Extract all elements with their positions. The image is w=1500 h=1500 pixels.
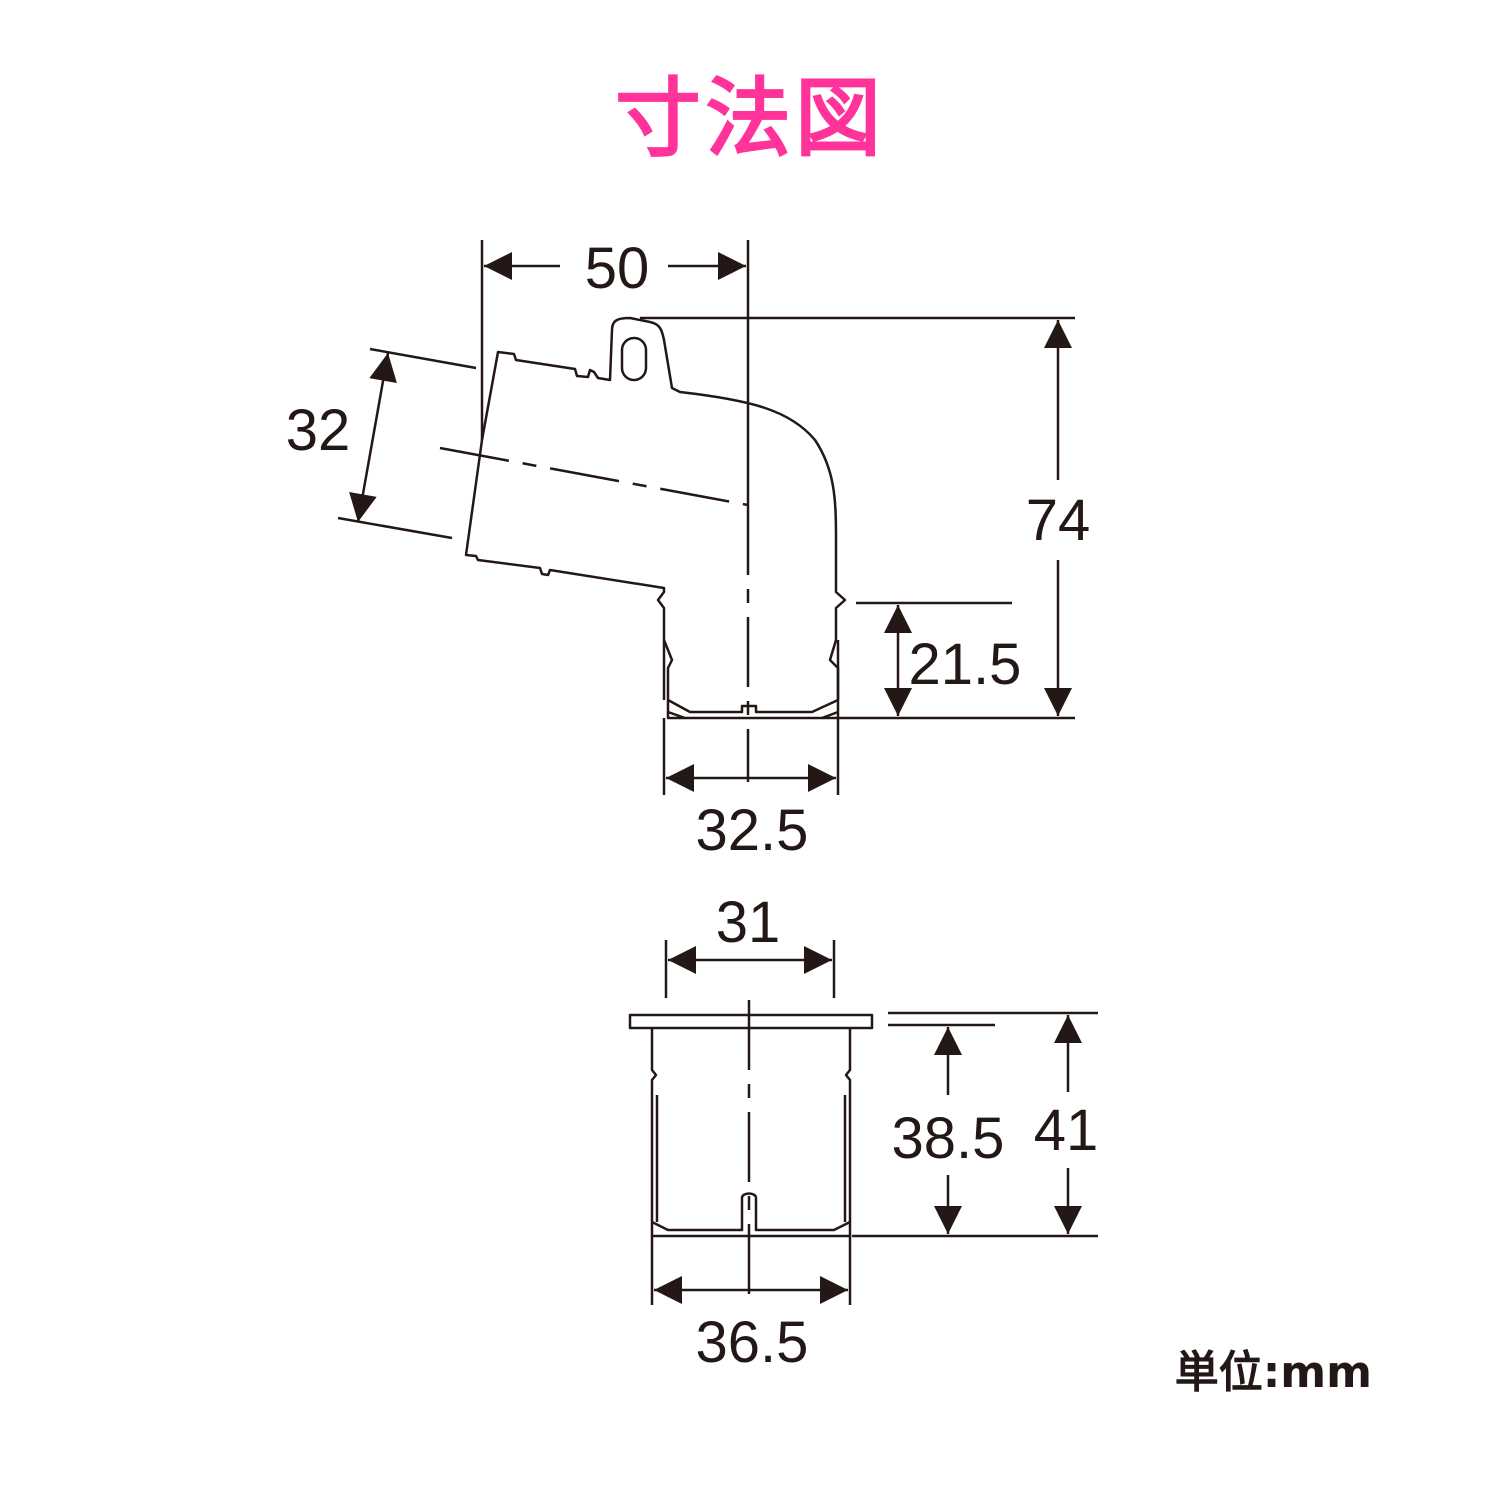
dim-inner-height <box>888 1023 995 1234</box>
dim-inlet-diameter <box>337 347 477 540</box>
dim-label-top-width: 50 <box>585 236 650 301</box>
dim-label-inner-height: 38.5 <box>892 1106 1005 1171</box>
page-title: 寸法図 <box>615 69 885 169</box>
dim-outer-width <box>650 1236 852 1305</box>
elbow-part-outline <box>464 316 847 720</box>
dim-top-width <box>480 240 750 505</box>
dim-label-insert-depth: 21.5 <box>909 632 1022 697</box>
dim-inner-width <box>664 940 836 998</box>
dim-insert-depth <box>856 601 1012 716</box>
dim-outlet-width <box>662 718 840 795</box>
socket-part-outline <box>628 1013 874 1238</box>
unit-label: 単位:mm <box>1175 1347 1372 1398</box>
dim-socket-total-height <box>852 1011 1098 1238</box>
dim-label-outer-width: 36.5 <box>696 1310 809 1375</box>
dim-label-socket-total-height: 41 <box>1034 1098 1099 1163</box>
dim-label-inlet-diameter: 32 <box>286 398 351 463</box>
dim-label-total-height: 74 <box>1026 488 1091 553</box>
dim-label-inner-width: 31 <box>716 890 781 955</box>
dim-total-height <box>640 316 1075 720</box>
dim-label-outlet-width: 32.5 <box>696 798 809 863</box>
elbow-center-lines <box>439 446 750 782</box>
